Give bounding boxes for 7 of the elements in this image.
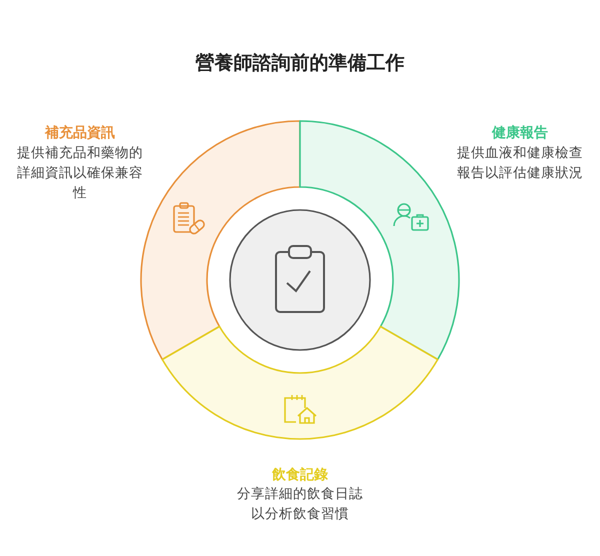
segment-heading: 飲食記錄 xyxy=(271,466,329,484)
segment-heading: 補充品資訊 xyxy=(44,124,116,142)
segment-description: 提供血液和健康檢查報告以評估健康狀況 xyxy=(456,144,584,183)
title: 營養師諮詢前的準備工作 xyxy=(194,51,406,76)
segment-description: 分享詳細的飲食日誌以分析飲食習慣 xyxy=(236,485,364,524)
segment-heading: 健康報告 xyxy=(490,124,549,142)
segment-description: 提供補充品和藥物的詳細資訊以確保兼容性 xyxy=(16,144,144,203)
